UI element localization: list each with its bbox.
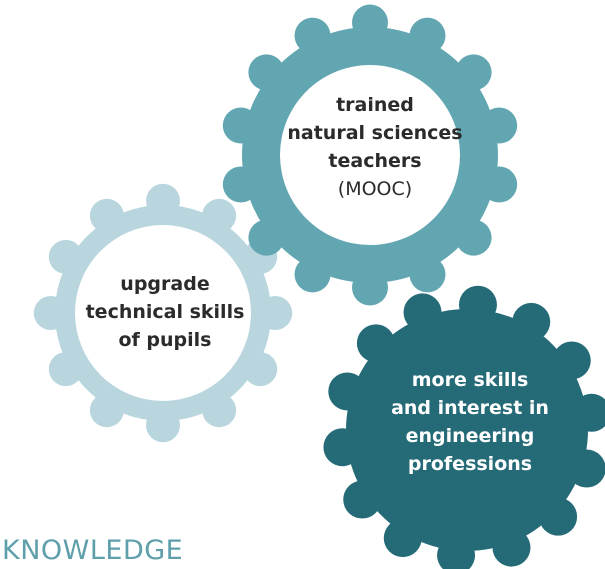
gear-left-tooth [146,183,180,218]
gear-left-text: upgrade technical skills of pupils [80,270,250,354]
gear-top-tooth [222,166,259,203]
gear-right-tooth [458,285,497,324]
gear-left-tooth [146,408,180,443]
gear-right-tooth [383,519,422,558]
gear-right-tooth [323,428,362,467]
gear-right-tooth [403,293,442,332]
gear-right-tooth [343,480,382,519]
gear-right-line-2: and interest in [391,397,549,419]
gear-right-line-3: engineering [405,425,535,447]
gear-top-hole [280,65,460,245]
gear-left-tooth [48,352,83,387]
gear-top-line-1: trained [336,94,414,116]
gear-top-tooth [455,54,492,91]
gear-left-tooth [258,296,293,330]
gear-left-tooth [202,393,237,428]
gear-top [222,4,518,306]
gear-top-text: trained natural sciences teachers (MOOC) [285,91,465,203]
gear-left-tooth [243,352,278,387]
gear-left-tooth [89,393,124,428]
gear-top-tooth [352,269,388,306]
gear-right-text: more skills and interest in engineering … [370,366,570,478]
gear-right-tooth [356,324,395,363]
gear-left-hole [75,225,251,401]
gear-top-tooth [222,107,259,144]
gear-left-tooth [33,296,68,330]
gear-top-tooth [481,166,518,203]
knowledge-label: KNOWLEDGE [2,535,184,566]
gear-top-line-2: natural sciences [287,122,463,144]
gear-right [323,285,605,569]
gear-right-tooth [492,528,531,567]
gear-left-tooth [89,198,124,233]
gear-right-line-1: more skills [411,369,529,391]
gear-right-tooth [572,393,605,432]
gear-left [33,183,293,443]
gear-right-tooth [567,449,605,488]
gear-top-tooth [455,219,492,256]
gear-top-tooth [481,107,518,144]
gear-top-tooth [352,4,388,41]
gear-left-tooth [202,198,237,233]
gear-left-tooth [48,239,83,274]
gear-top-tooth [294,256,331,293]
gear-right-tooth [437,536,476,569]
gear-top-tooth [248,219,285,256]
gear-right-tooth [328,372,367,411]
gear-top-tooth [294,17,331,54]
gear-right-ring [346,309,588,551]
gear-right-tooth [539,497,578,536]
gear-top-tooth [409,17,446,54]
gear-left-line-2: technical skills [85,301,245,323]
gear-left-line-1: upgrade [120,273,210,295]
gear-top-line-3: teachers [328,150,422,172]
gear-top-line-4: (MOOC) [337,178,413,200]
gear-top-tooth [248,54,285,91]
gear-right-tooth [512,302,551,341]
gear-left-line-3: of pupils [118,329,212,351]
gear-right-line-4: professions [407,453,533,475]
gear-top-tooth [409,256,446,293]
gear-right-tooth [552,341,591,380]
